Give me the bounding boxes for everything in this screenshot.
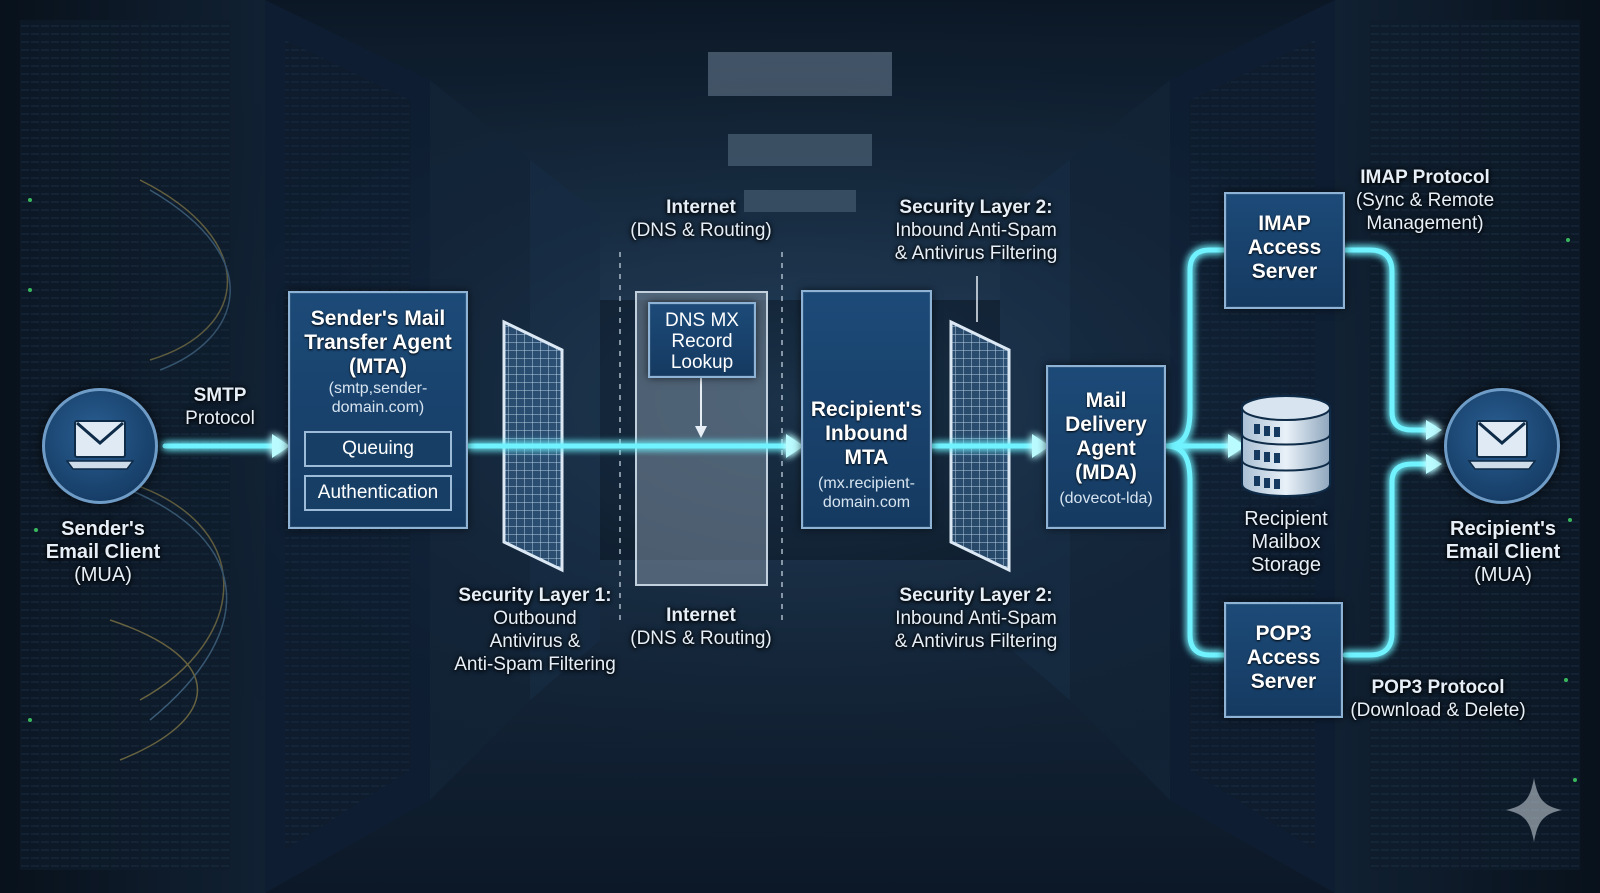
sender-mta-sub-l1: (smtp,sender- (328, 380, 428, 397)
mda-title-l1: Mail (1085, 389, 1127, 412)
security-layer-2-bottom-label: Security Layer 2: Inbound Anti-Spam & An… (876, 584, 1076, 653)
recipient-mta-box: Recipient's Inbound MTA (mx.recipient- d… (801, 290, 932, 529)
sender-client-sub: (MUA) (74, 564, 132, 586)
pop3-l1: POP3 (1255, 622, 1312, 645)
sec1-l3: Anti-Spam Filtering (454, 654, 616, 675)
flow-mda-to-pop3 (1163, 443, 1227, 658)
sender-mta-title-l1: Sender's Mail (310, 307, 446, 330)
sec1-l2: Antivirus & (489, 631, 581, 652)
internet-bottom-title: Internet (666, 605, 736, 626)
imap-l1: IMAP (1258, 212, 1311, 235)
flow-pop3-to-client (1342, 461, 1433, 658)
sec2-bottom-l2: & Antivirus Filtering (894, 631, 1058, 652)
flow-mda-to-imap (1163, 247, 1227, 449)
recipient-email-client-label: Recipient's Email Client (MUA) (1420, 518, 1586, 587)
recipient-mta-sub-l2: domain.com (822, 494, 911, 511)
recipient-mta-sub-l1: (mx.recipient- (818, 475, 915, 492)
pop3-l3: Server (1250, 670, 1317, 693)
internet-bottom-sub: (DNS & Routing) (630, 628, 772, 649)
authentication-block: Authentication (304, 475, 452, 511)
sender-client-title-l1: Sender's (61, 518, 145, 540)
sparkle-icon (1506, 778, 1562, 842)
sec2-bottom-l1: Inbound Anti-Spam (895, 608, 1057, 629)
sec2-bottom-title: Security Layer 2: (899, 585, 1053, 606)
pop3-l2: Access (1246, 646, 1321, 669)
dns-l2: Record (671, 331, 733, 352)
flow-imap-to-client (1342, 247, 1433, 433)
pop3-protocol-label: POP3 Protocol (Download & Delete) (1338, 676, 1538, 722)
security-layer-2-top-label: Security Layer 2: Inbound Anti-Spam & An… (876, 196, 1076, 265)
dns-mx-lookup-box: DNS MX Record Lookup (648, 302, 756, 378)
imap-protocol-l1: (Sync & Remote (1355, 190, 1495, 211)
pop3-access-server-box: POP3 Access Server (1224, 602, 1343, 718)
mda-title-l3: Agent (1076, 437, 1136, 460)
imap-access-server-box: IMAP Access Server (1224, 192, 1345, 309)
mda-title-l4: (MDA) (1075, 461, 1137, 484)
sender-client-title-l2: Email Client (45, 541, 161, 563)
recipient-mta-title-l2: Inbound (825, 422, 908, 445)
security-layer-1-label: Security Layer 1: Outbound Antivirus & A… (440, 584, 630, 676)
storage-l1: Recipient (1244, 508, 1328, 530)
dns-l3: Lookup (670, 352, 734, 373)
internet-top-label: Internet (DNS & Routing) (616, 196, 786, 242)
imap-protocol-label: IMAP Protocol (Sync & Remote Management) (1340, 166, 1510, 235)
recipient-client-title-l2: Email Client (1445, 541, 1561, 563)
recipient-mta-title-l1: Recipient's (810, 398, 923, 421)
sender-mta-sub-l2: domain.com) (331, 399, 425, 416)
laptop-envelope-icon (1467, 420, 1537, 470)
internet-top-title: Internet (666, 197, 736, 218)
laptop-envelope-icon (65, 420, 135, 470)
sec2-top-l1: Inbound Anti-Spam (895, 220, 1057, 241)
sender-email-client-label: Sender's Email Client (MUA) (20, 518, 186, 587)
smtp-l1: SMTP (193, 385, 247, 406)
mda-box: Mail Delivery Agent (MDA) (dovecot-lda) (1046, 365, 1166, 529)
internet-top-sub: (DNS & Routing) (630, 220, 772, 241)
sec2-top-l2: & Antivirus Filtering (894, 243, 1058, 264)
smtp-protocol-label: SMTP Protocol (170, 384, 270, 430)
sender-mta-title-l2: Transfer Agent (304, 331, 452, 354)
recipient-client-sub: (MUA) (1474, 564, 1532, 586)
mda-title-l2: Delivery (1065, 413, 1147, 436)
sec2-top-title: Security Layer 2: (899, 197, 1053, 218)
imap-protocol-l2: Management) (1366, 213, 1484, 234)
imap-protocol-title: IMAP Protocol (1360, 167, 1490, 188)
imap-l3: Server (1251, 260, 1318, 283)
recipient-email-client-icon (1444, 388, 1560, 504)
imap-l2: Access (1247, 236, 1322, 259)
smtp-l2: Protocol (185, 408, 255, 429)
security-filter-mesh-1 (502, 319, 564, 573)
sender-mta-box: Sender's Mail Transfer Agent (MTA) (smtp… (288, 291, 468, 529)
dns-l1: DNS MX (665, 310, 739, 331)
database-icon (1241, 395, 1331, 497)
sender-email-client-icon (42, 388, 158, 504)
recipient-mta-title-l3: MTA (844, 446, 889, 469)
sec1-title: Security Layer 1: (458, 585, 612, 606)
recipient-client-title-l1: Recipient's (1450, 518, 1556, 540)
recipient-mailbox-storage-label: Recipient Mailbox Storage (1216, 508, 1356, 577)
sec1-l1: Outbound (493, 608, 577, 629)
internet-bottom-label: Internet (DNS & Routing) (616, 604, 786, 650)
storage-l3: Storage (1250, 554, 1322, 576)
sender-mta-title-l3: (MTA) (349, 355, 407, 378)
pop3-protocol-title: POP3 Protocol (1371, 677, 1505, 698)
storage-l2: Mailbox (1251, 531, 1321, 553)
mda-sub: (dovecot-lda) (1059, 490, 1153, 507)
pop3-protocol-sub: (Download & Delete) (1350, 700, 1526, 721)
queuing-block: Queuing (304, 431, 452, 467)
